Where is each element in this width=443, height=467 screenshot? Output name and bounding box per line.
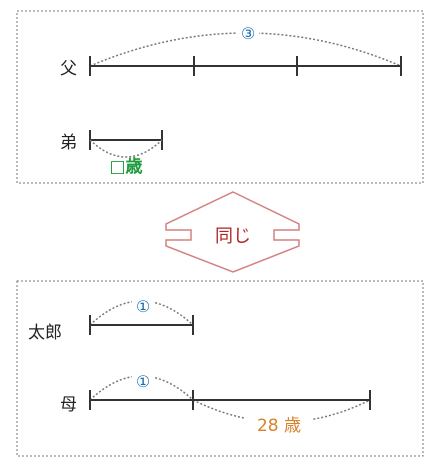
- mother-extra-label: 28 歳: [257, 416, 301, 436]
- father-ratio-label: ③: [241, 24, 255, 43]
- taro-ratio-bg: [132, 297, 154, 315]
- same-double-arrow: [165, 191, 300, 273]
- mother-label: 母: [60, 395, 77, 415]
- mother-ratio-label: ①: [136, 372, 150, 391]
- father-label: 父: [60, 59, 77, 79]
- mother-ratio-bg: [132, 372, 154, 390]
- brother-dotted-arc: [89, 139, 163, 158]
- taro-label: 太郎: [28, 323, 62, 343]
- same-label: 同じ: [215, 226, 251, 247]
- brother-label: 弟: [60, 133, 77, 153]
- mother-extra-bg: [245, 414, 313, 436]
- bottom-panel-border: [16, 280, 424, 457]
- taro-ratio-label: ①: [136, 297, 150, 316]
- top-panel-border: [16, 10, 424, 184]
- father-ratio-bg: [237, 24, 259, 42]
- brother-age-label: □歳: [109, 156, 142, 177]
